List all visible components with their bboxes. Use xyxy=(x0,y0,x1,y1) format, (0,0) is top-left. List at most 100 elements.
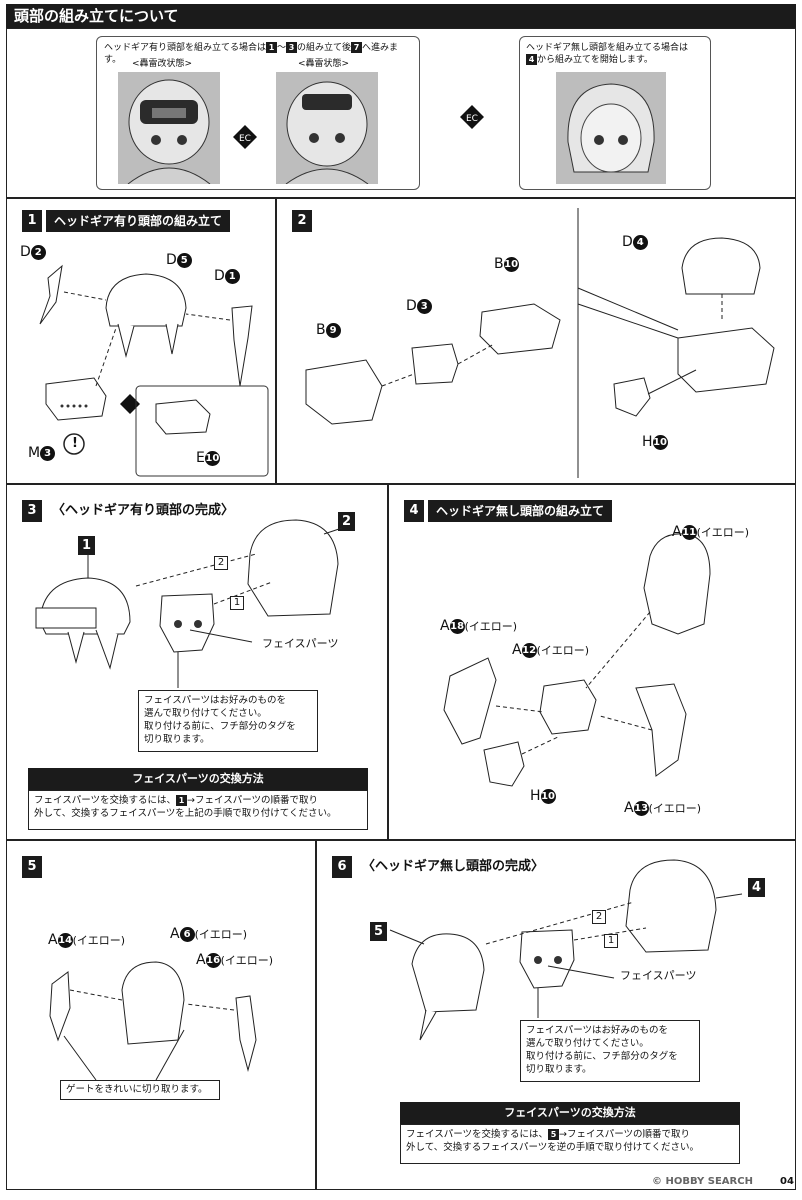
face-parts-callout: フェイスパーツはお好みのものを 選んで取り付けてください。 取り付ける前に、フチ… xyxy=(138,690,318,752)
order-1-box-step6: 1 xyxy=(604,934,618,948)
photo-gorai xyxy=(276,72,378,184)
order-2-box: 2 xyxy=(214,556,228,570)
step6-face-part xyxy=(519,929,575,989)
step5-number: 5 xyxy=(22,856,42,878)
step6-ref-5: 5 xyxy=(370,922,387,941)
part-a12-illustration xyxy=(539,679,597,735)
step3-header: 3 〈ヘッドギア有り頭部の完成〉 xyxy=(22,500,382,522)
step1-header: 1 ヘッドギア有り頭部の組み立て xyxy=(22,210,272,232)
no-headgear-face-illustration xyxy=(567,83,655,173)
step2-label-h10: H10 xyxy=(642,434,668,450)
step4-diagram xyxy=(443,533,711,787)
goraikai-face-illustration xyxy=(127,79,211,184)
arrow-icon-1: EC xyxy=(232,124,258,154)
step2-label-b10: B10 xyxy=(494,256,519,272)
face-parts-callout-step6: フェイスパーツはお好みのものを 選んで取り付けてください。 取り付ける前に、フチ… xyxy=(520,1020,700,1082)
part-b10-illustration xyxy=(479,303,561,355)
order-2-box-step6: 2 xyxy=(592,910,606,924)
step5-diagram xyxy=(49,961,257,1081)
step2-assembled-head xyxy=(677,327,775,393)
step4-title: ヘッドギア無し頭部の組み立て xyxy=(428,500,613,522)
step1-diagram xyxy=(39,264,269,477)
step3-title: 〈ヘッドギア有り頭部の完成〉 xyxy=(52,503,235,518)
face-parts-label: フェイスパーツ xyxy=(262,637,339,650)
step1-title: ヘッドギア有り頭部の組み立て xyxy=(46,210,231,232)
photo-no-headgear xyxy=(556,72,666,184)
step6-back-shell xyxy=(625,859,717,953)
step4-number: 4 xyxy=(404,500,424,522)
step6-number: 6 xyxy=(332,856,352,878)
part-b9-illustration xyxy=(305,359,383,425)
step2-panel xyxy=(276,198,796,484)
order-1-box: 1 xyxy=(230,596,244,610)
part-d1-illustration xyxy=(231,305,253,387)
step4-label-a18: A18(イエロー) xyxy=(440,618,518,634)
step4-label-a12: A12(イエロー) xyxy=(512,642,590,658)
step5-label-a14: A14(イエロー) xyxy=(48,932,126,948)
arrow-icon-2: EC xyxy=(459,104,485,134)
headgear-box xyxy=(96,36,420,190)
watermark: © HOBBY SEARCH xyxy=(652,1176,753,1187)
state2-label: <轟雷状態> xyxy=(298,59,350,69)
part-a11-illustration xyxy=(643,533,711,635)
step2-number: 2 xyxy=(292,210,312,232)
part-d5-illustration xyxy=(105,273,187,327)
step3-back-shell xyxy=(247,519,339,617)
part-h10b-illustration xyxy=(483,741,525,787)
exchange-instructions-step6: フェイスパーツを交換するには、5→フェイスパーツの順番で取り 外して、交換するフ… xyxy=(400,1124,740,1164)
part-a18-illustration xyxy=(443,657,497,745)
step5-panel xyxy=(6,840,316,1190)
part-m3-illustration xyxy=(45,377,107,421)
gate-note: ゲートをきれいに切り取ります。 xyxy=(60,1080,220,1100)
caution-mark: ! xyxy=(72,436,78,451)
step3-face-part xyxy=(159,593,215,653)
step1-label-e10: E10 xyxy=(196,450,220,466)
step3-ref-2: 2 xyxy=(338,512,355,531)
page-number: 04 xyxy=(780,1176,794,1187)
no-headgear-box xyxy=(519,36,711,190)
step6-title: 〈ヘッドギア無し頭部の完成〉 xyxy=(362,859,545,874)
step3-ref-1: 1 xyxy=(78,536,95,555)
step2-diagram xyxy=(305,208,775,478)
gorai-face-illustration xyxy=(285,81,369,184)
step6-diagram xyxy=(389,859,743,1041)
step4-label-a13: A13(イエロー) xyxy=(624,800,702,816)
part-d4-illustration xyxy=(681,237,761,295)
hair-strand-right xyxy=(165,323,179,355)
part-a16-illustration xyxy=(235,995,257,1072)
step4-label-a11: A11(イエロー) xyxy=(672,524,750,540)
step1-number: 1 xyxy=(22,210,42,232)
step4-header: 4 ヘッドギア無し頭部の組み立て xyxy=(404,500,784,522)
state1-label: <轟雷改状態> xyxy=(132,59,193,69)
hair-strand-left xyxy=(117,323,135,358)
step1-panel xyxy=(6,198,276,484)
photo-goraikai xyxy=(118,72,220,184)
part-d3-illustration xyxy=(411,343,459,385)
step6-ref-4: 4 xyxy=(748,878,765,897)
arrow-icon-3 xyxy=(120,394,140,414)
intro-section xyxy=(6,28,796,198)
exchange-title-step6: フェイスパーツの交換方法 xyxy=(400,1102,740,1124)
face-parts-label-step6: フェイスパーツ xyxy=(620,969,697,982)
step4-panel xyxy=(388,484,796,840)
caution-icon-circle xyxy=(63,433,85,455)
step3-panel xyxy=(6,484,388,840)
part-e10-illustration xyxy=(155,399,211,435)
step6-header: 6 〈ヘッドギア無し頭部の完成〉 xyxy=(332,856,772,878)
step4-label-h10: H10 xyxy=(530,788,556,804)
part-a6-illustration xyxy=(121,961,185,1045)
svg-text:EC: EC xyxy=(239,134,251,144)
part-h10-illustration xyxy=(613,377,651,417)
part-a14-illustration xyxy=(49,971,71,1042)
part-d2-illustration xyxy=(39,264,63,325)
step3-diagram xyxy=(35,519,343,688)
